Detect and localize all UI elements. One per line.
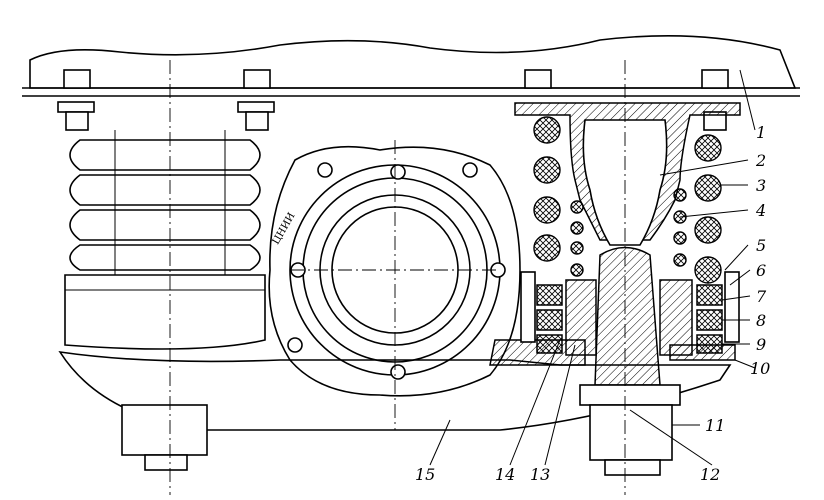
callout-15: 15 (415, 465, 435, 484)
frame-beam (22, 34, 800, 97)
friction-blocks (489, 271, 740, 366)
callout-2: 2 (755, 151, 766, 170)
centerlines (169, 60, 626, 495)
callout-labels: 1 2 3 4 5 6 7 8 9 10 11 12 13 14 15 (415, 123, 770, 484)
callout-14: 14 (495, 465, 515, 484)
right-coil-spring (533, 116, 722, 284)
bolt-4 (701, 69, 729, 131)
callout-5: 5 (756, 236, 766, 255)
lower-left-bolt (121, 404, 208, 471)
callout-3: 3 (756, 176, 766, 195)
bolt-3 (524, 69, 552, 89)
callout-11: 11 (705, 416, 725, 435)
bolt-2 (237, 69, 275, 131)
central-column (579, 246, 681, 476)
callout-6: 6 (756, 261, 766, 280)
callout-12: 12 (700, 465, 720, 484)
leader-lines (429, 69, 756, 466)
callout-13: 13 (530, 465, 550, 484)
callout-4: 4 (755, 201, 766, 220)
left-coil-spring (69, 130, 261, 275)
bolt-1 (57, 69, 95, 131)
callout-1: 1 (756, 123, 766, 142)
top-bolts (57, 69, 729, 131)
callout-7: 7 (756, 287, 767, 306)
callout-8: 8 (756, 311, 766, 330)
callout-10: 10 (750, 359, 770, 378)
callout-9: 9 (756, 335, 766, 354)
left-damper-block (64, 274, 266, 350)
